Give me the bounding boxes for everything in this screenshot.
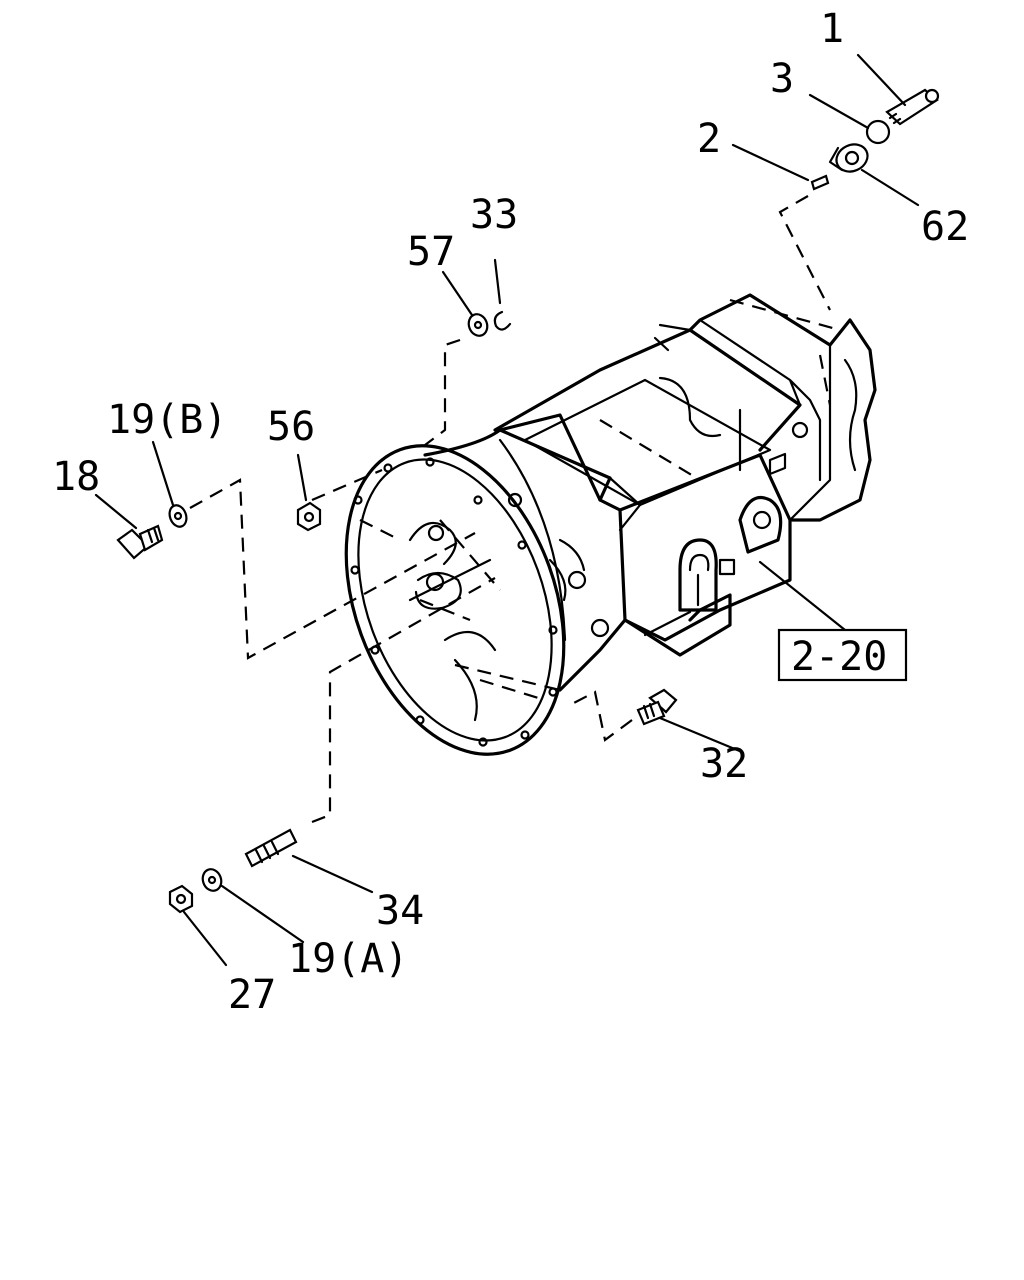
part-3-plug bbox=[865, 119, 891, 145]
callout-62: 62 bbox=[921, 204, 969, 250]
part-19a-washer bbox=[201, 868, 223, 892]
part-2-pin bbox=[810, 174, 830, 191]
callout-27: 27 bbox=[228, 972, 276, 1018]
callout-33: 33 bbox=[470, 192, 518, 238]
part-57-washer bbox=[467, 313, 489, 337]
part-62-driven-gear bbox=[828, 143, 869, 173]
callout-3: 3 bbox=[770, 56, 794, 102]
part-1-sleeve bbox=[885, 88, 940, 126]
part-56-nut bbox=[296, 501, 322, 532]
callout-1: 1 bbox=[820, 6, 844, 52]
leader-lines bbox=[94, 53, 920, 967]
reference-label: 2-20 bbox=[791, 634, 887, 680]
callout-32: 32 bbox=[700, 741, 748, 787]
part-32-bolt bbox=[636, 688, 678, 726]
assembly-lines bbox=[189, 195, 831, 824]
transmission-case bbox=[344, 293, 877, 756]
callout-56: 56 bbox=[267, 404, 315, 450]
callout-18: 18 bbox=[52, 454, 100, 500]
callout-34: 34 bbox=[376, 888, 424, 934]
part-27-nut bbox=[168, 884, 194, 914]
part-33-snap-ring bbox=[493, 310, 512, 331]
callout-2: 2 bbox=[697, 116, 721, 162]
reference-box: 2-20 bbox=[777, 628, 908, 682]
callout-57: 57 bbox=[407, 229, 455, 275]
part-18-bolt bbox=[116, 524, 164, 560]
callout-19a: 19(A) bbox=[288, 936, 408, 982]
part-34-stud bbox=[244, 828, 298, 868]
part-19b-washer bbox=[168, 504, 188, 528]
callout-19b: 19(B) bbox=[107, 397, 227, 443]
